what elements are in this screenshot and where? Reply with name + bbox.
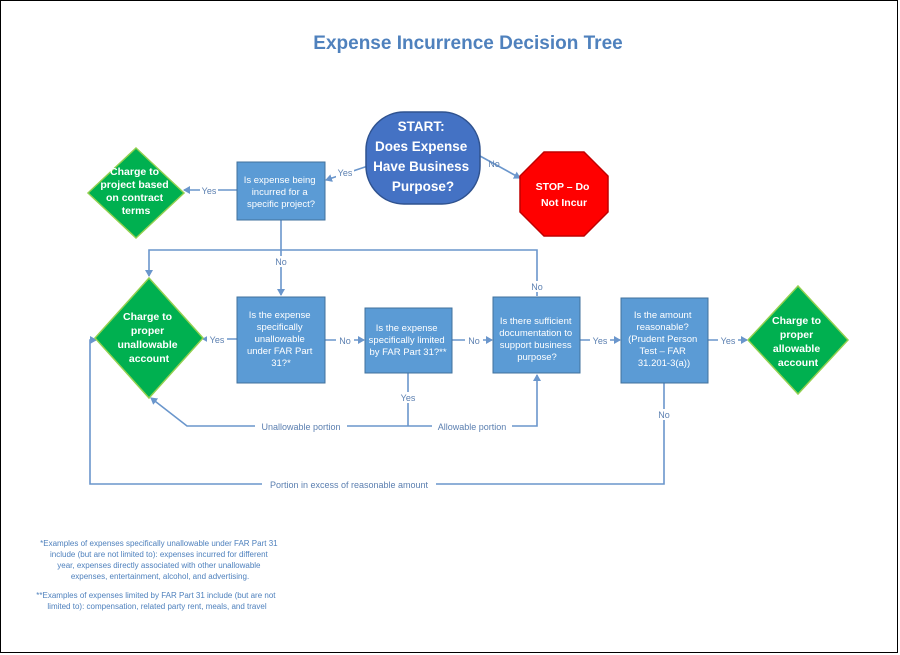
specifically-unallowable-text: Is the expense specifically unallowable … — [247, 310, 315, 369]
footnote-limited: **Examples of expenses limited by FAR Pa… — [36, 591, 277, 611]
stop-node-text: STOP – Do Not Incur — [536, 181, 593, 209]
specifically-limited-text: Is the expense specifically limited by F… — [369, 323, 448, 358]
charge-project-text: Charge to project based on contract term… — [100, 166, 171, 217]
label-yes-reasonable: Yes — [721, 336, 736, 346]
connector-start-to-stop — [479, 155, 521, 179]
label-no-project: No — [275, 257, 287, 267]
reasonable-box — [620, 297, 709, 384]
page-title: Expense Incurrence Decision Tree — [313, 33, 622, 54]
start-node — [365, 111, 481, 205]
specifically-unallowable-box — [236, 296, 326, 384]
label-yes-start: Yes — [338, 168, 353, 178]
label-no-unallowable: No — [339, 336, 351, 346]
label-no-limited: No — [468, 336, 480, 346]
sufficient-docs-text: Is there sufficient documentation to sup… — [499, 316, 575, 363]
label-yes-limited: Yes — [401, 393, 416, 403]
start-node-text: START: Does Expense Have Business Purpos… — [373, 119, 473, 194]
specifically-limited-box — [364, 307, 453, 374]
charge-unallowable-diamond — [93, 276, 205, 400]
connector-docs-no-to-unallowable — [145, 249, 538, 296]
charge-project-diamond — [86, 146, 186, 240]
charge-allowable-diamond — [746, 284, 850, 396]
label-yes-project: Yes — [202, 186, 217, 196]
label-excess-portion: Portion in excess of reasonable amount — [270, 480, 429, 490]
label-unallowable-portion: Unallowable portion — [261, 422, 340, 432]
specific-project-box — [236, 161, 326, 221]
stop-node — [519, 151, 609, 237]
connector-excess-portion — [89, 336, 665, 485]
label-no-docs: No — [531, 282, 543, 292]
label-no-start: No — [488, 159, 500, 169]
reasonable-text: Is the amount reasonable? (Prudent Perso… — [628, 310, 700, 369]
sufficient-docs-box — [492, 296, 581, 374]
label-yes-docs: Yes — [593, 336, 608, 346]
specific-project-text: Is expense being incurred for a specific… — [244, 175, 318, 210]
connector-allowable-portion — [408, 374, 541, 427]
charge-allowable-text: Charge to proper allowable account — [772, 315, 824, 369]
label-allowable-portion: Allowable portion — [438, 422, 507, 432]
label-yes-unallowable: Yes — [210, 335, 225, 345]
footnote-unallowable: *Examples of expenses specifically unall… — [40, 539, 280, 581]
charge-unallowable-text: Charge to proper unallowable account — [117, 311, 180, 365]
label-no-reasonable: No — [658, 410, 670, 420]
